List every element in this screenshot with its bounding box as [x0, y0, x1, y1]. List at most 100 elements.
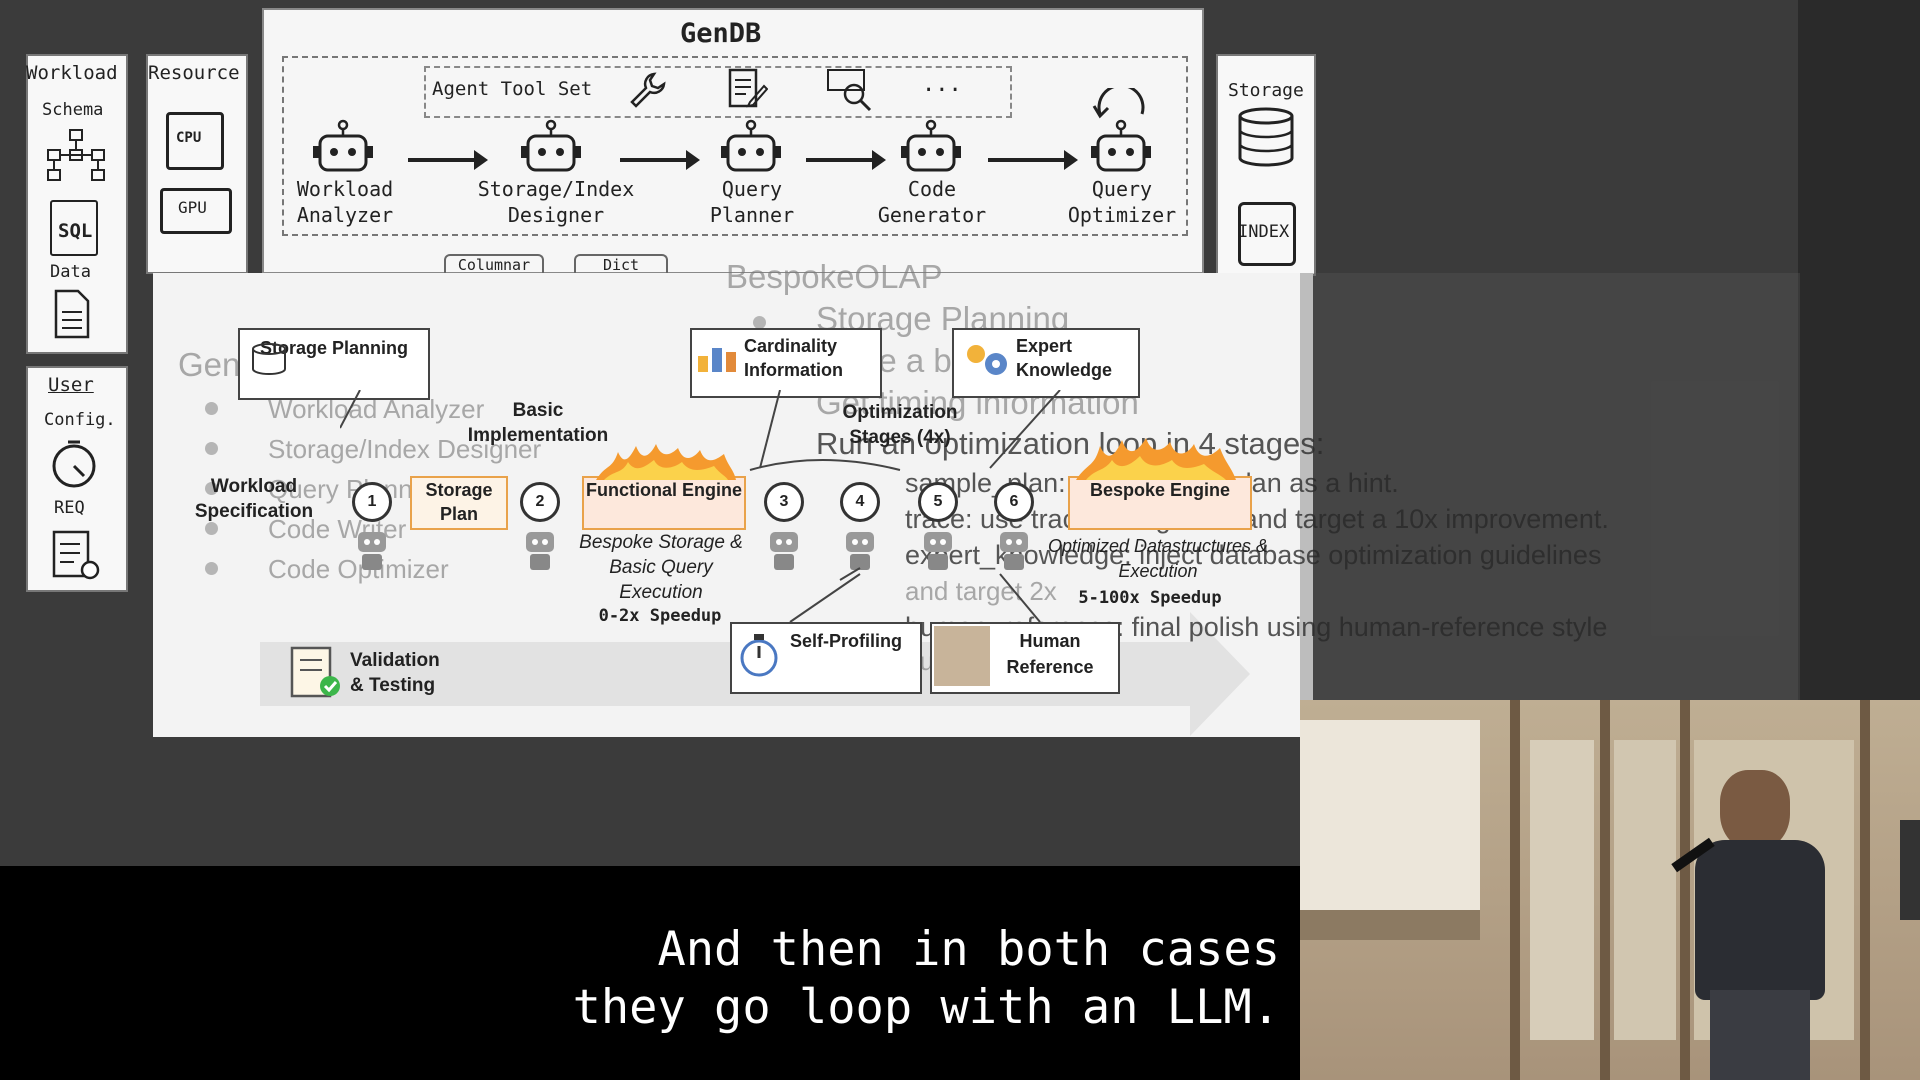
database-icon	[1238, 107, 1294, 167]
human-portrait-image	[934, 626, 990, 686]
fire-icon	[596, 444, 736, 480]
ghost-bullet	[205, 402, 218, 415]
caption-bar	[0, 866, 1300, 1080]
storage-planning-box: Storage Planning	[238, 328, 430, 400]
gears-icon	[967, 345, 1007, 375]
user-panel	[26, 366, 128, 592]
robot-icon	[770, 532, 798, 570]
storage-plan-box: Storage Plan	[410, 476, 508, 530]
robot-icon	[521, 119, 581, 172]
robot-icon	[846, 532, 874, 570]
pipeline-arrow	[988, 150, 1078, 170]
workload-spec-label: Workload Specification	[194, 476, 314, 522]
step-marker: 1	[352, 482, 392, 522]
ghost-gendb-bullet: Query Planner	[268, 474, 436, 504]
speaker-video-inset	[1300, 700, 1920, 1080]
sql-label: SQL	[58, 220, 93, 242]
data-label: Data	[50, 262, 91, 282]
agent-toolset-frame	[424, 66, 1012, 118]
index-icon	[1238, 202, 1296, 266]
slide-right-margin	[1798, 0, 1920, 700]
speedup-low: 0-2x Speedup	[598, 606, 722, 626]
gendb-panel	[262, 8, 1204, 274]
storage-title: Storage	[1228, 80, 1304, 101]
user-title: User	[48, 374, 94, 396]
wrench-icon	[630, 72, 666, 108]
step-marker: 5	[918, 482, 958, 522]
ghost-sub-text: and target 2x	[905, 576, 1057, 606]
robot-loop-icon	[1091, 88, 1151, 172]
expert-knowledge-box: Expert Knowledge	[952, 328, 1140, 398]
stopwatch-icon	[740, 634, 778, 677]
ghost-bullet	[753, 316, 766, 329]
robot-icon	[924, 532, 952, 570]
document-edit-icon	[728, 68, 768, 108]
pipeline-arrow	[806, 150, 886, 170]
ghost-gendb-bullet: Storage/Index Designer	[268, 434, 542, 464]
document-icon	[54, 289, 90, 339]
ghost-bullet-text: Run an optimization loop in 4 stages:	[816, 426, 1325, 461]
robot-icon	[721, 119, 781, 172]
optimization-stages-label: Optimization Stages (4x)	[842, 402, 958, 448]
agent-toolset-label: Agent Tool Set	[432, 78, 593, 100]
functional-engine-box: Functional Engine	[582, 476, 746, 530]
slide-overlay-dim	[1300, 273, 1800, 700]
speaker-head	[1720, 770, 1790, 850]
config-label: Config.	[44, 410, 116, 430]
robot-icon	[313, 119, 373, 172]
optimized-text: Optimized Datastructures & Execution	[1047, 536, 1269, 581]
gendb-agents-frame	[282, 56, 1188, 236]
step-marker: 4	[840, 482, 880, 522]
bespoke-storage-text: Bespoke Storage & Basic Query Execution	[579, 532, 743, 603]
columnar-box: Columnar	[444, 254, 544, 278]
step-marker: 6	[994, 482, 1034, 522]
toolset-more: ...	[922, 72, 962, 97]
workload-title: Workload	[26, 62, 118, 84]
gendb-title: GenDB	[680, 18, 762, 49]
dict-box: Dict	[574, 254, 668, 278]
pipeline-arrow	[620, 150, 700, 170]
cpu-icon	[166, 112, 224, 170]
workload-panel	[26, 54, 128, 354]
schema-icon	[47, 129, 105, 181]
pipeline-arrow	[408, 150, 488, 170]
sql-file-icon	[50, 200, 98, 256]
ghost-bullet	[205, 522, 218, 535]
req-label: REQ	[54, 498, 85, 518]
cpu-label: CPU	[176, 130, 202, 146]
requirements-doc-icon	[52, 530, 100, 580]
speedup-high: 5-100x Speedup	[1078, 588, 1222, 608]
fire-icon	[1076, 438, 1236, 480]
ghost-bullet	[205, 482, 218, 495]
web-search-icon	[827, 69, 872, 112]
basic-implementation-label: Basic Implementation	[467, 400, 609, 446]
database-icon	[252, 343, 286, 375]
step-marker: 2	[520, 482, 560, 522]
projector-screen	[1300, 720, 1480, 910]
subtitle-line-1: And then in both cases	[657, 922, 1280, 977]
subtitle-line-2: they go loop with an LLM.	[572, 980, 1280, 1035]
step-marker: 3	[764, 482, 804, 522]
robot-icon	[526, 532, 554, 570]
chart-icon	[698, 348, 736, 372]
robot-icon	[901, 119, 961, 172]
ghost-bullet	[205, 562, 218, 575]
schema-label: Schema	[42, 100, 104, 120]
validation-testing-label: Validation & Testing	[350, 650, 440, 696]
gpu-icon	[160, 188, 232, 234]
ghost-bespoke-title: BespokeOLAP	[726, 258, 943, 295]
speaker-body	[1695, 840, 1825, 1000]
checklist-icon	[290, 646, 340, 698]
ghost-gendb-bullet: Code Optimizer	[268, 554, 449, 584]
resource-title: Resource	[148, 62, 240, 84]
timer-icon	[52, 440, 96, 488]
index-label: INDEX	[1238, 222, 1290, 242]
connector-lines	[340, 390, 1061, 623]
ghost-bullet	[205, 442, 218, 455]
